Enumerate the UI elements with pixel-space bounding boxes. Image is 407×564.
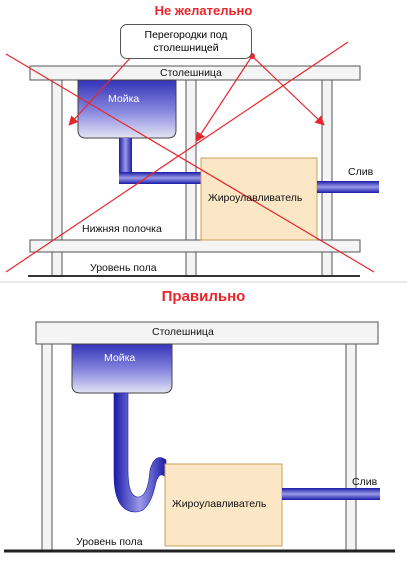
cross-line-2 bbox=[5, 41, 349, 273]
top-panel bbox=[5, 41, 379, 277]
top-floor-label: Уровень пола bbox=[90, 262, 157, 274]
callout-arrow-middle bbox=[195, 55, 253, 143]
top-grease-trap-label: Жироулавливатель bbox=[208, 192, 303, 204]
title-correct: Правильно bbox=[161, 288, 246, 305]
bottom-leg-right bbox=[345, 343, 357, 551]
bottom-sink-icon bbox=[71, 343, 173, 394]
cross-line-1 bbox=[5, 53, 375, 273]
bottom-grease-trap bbox=[164, 463, 283, 547]
callout-line-1: Перегородки под bbox=[144, 29, 228, 41]
bottom-panel bbox=[4, 321, 395, 553]
bottom-drain-label: Слив bbox=[352, 476, 378, 488]
top-pipe-horizontal bbox=[119, 172, 205, 184]
top-sink-icon bbox=[77, 79, 177, 139]
bottom-floor-label: Уровень пола bbox=[76, 536, 143, 548]
bottom-grease-trap-label: Жироулавливатель bbox=[172, 498, 267, 510]
title-not-recommended: Не желательно bbox=[154, 3, 253, 18]
top-pipe-vertical bbox=[119, 138, 132, 182]
callout-arrow-left bbox=[68, 55, 133, 126]
bottom-leg-left bbox=[41, 343, 53, 551]
top-drain-pipe bbox=[317, 181, 379, 193]
bottom-countertop-label: Столешница bbox=[152, 326, 214, 338]
callout-partitions: Перегородки под столешницей bbox=[120, 24, 252, 59]
callout-line-2: столешницей bbox=[153, 42, 219, 54]
top-countertop-label: Столешница bbox=[160, 67, 222, 79]
top-lower-shelf bbox=[29, 239, 361, 253]
bottom-siphon-pipe bbox=[113, 392, 167, 513]
callout-arrow-right bbox=[251, 55, 325, 126]
bottom-drain-pipe bbox=[282, 488, 380, 500]
top-sink-label: Мойка bbox=[108, 93, 140, 105]
bottom-countertop bbox=[35, 321, 379, 345]
top-drain-label: Слив bbox=[348, 166, 374, 178]
top-lower-shelf-label: Нижняя полочка bbox=[82, 223, 162, 235]
bottom-sink-label: Мойка bbox=[104, 352, 136, 364]
